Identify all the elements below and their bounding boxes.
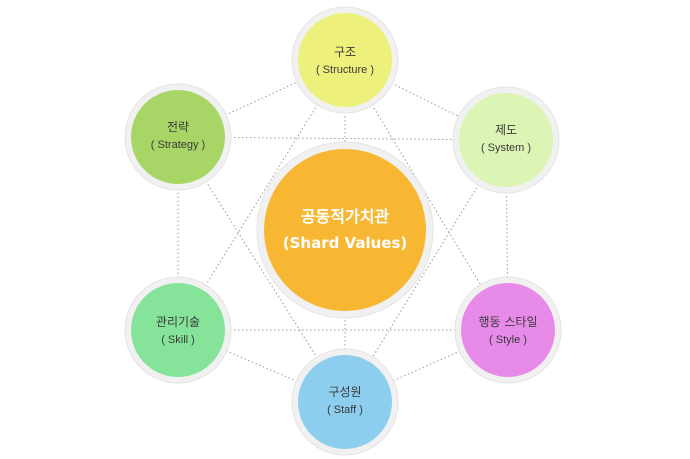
node-staff-fill [298, 355, 392, 449]
node-structure: 구조 ( Structure ) [291, 6, 399, 114]
node-strategy-fill [131, 90, 225, 184]
node-style: 행동 스타일 ( Style ) [454, 276, 562, 384]
node-skill-subtitle: ( Skill ) [161, 334, 195, 346]
node-structure-fill [298, 13, 392, 107]
center-node-fill [264, 149, 426, 311]
node-skill-title: 관리기술 [156, 315, 200, 329]
node-staff-subtitle: ( Staff ) [327, 404, 363, 416]
connector-strategy-system [177, 136, 507, 141]
node-skill-fill [131, 283, 225, 377]
node-style-subtitle: ( Style ) [489, 334, 527, 346]
node-system-fill [459, 93, 553, 187]
node-system: 제도 ( System ) [452, 86, 560, 194]
node-style-title: 행동 스타일 [478, 314, 537, 329]
node-staff: 구성원 ( Staff ) [291, 348, 399, 456]
center-node: 공동적가치관 (Shard Values) [256, 141, 434, 319]
node-strategy-subtitle: ( Strategy ) [151, 139, 205, 151]
node-strategy-title: 전략 [167, 120, 189, 134]
node-strategy: 전략 ( Strategy ) [124, 83, 232, 191]
node-structure-subtitle: ( Structure ) [316, 64, 374, 76]
node-system-title: 제도 [495, 123, 517, 137]
node-skill: 관리기술 ( Skill ) [124, 276, 232, 384]
center-node-title: 공동적가치관 [301, 207, 390, 226]
center-node-subtitle: (Shard Values) [283, 234, 408, 252]
node-staff-title: 구성원 [328, 385, 361, 399]
node-system-subtitle: ( System ) [481, 142, 531, 154]
node-style-fill [461, 283, 555, 377]
node-structure-title: 구조 [334, 45, 356, 59]
